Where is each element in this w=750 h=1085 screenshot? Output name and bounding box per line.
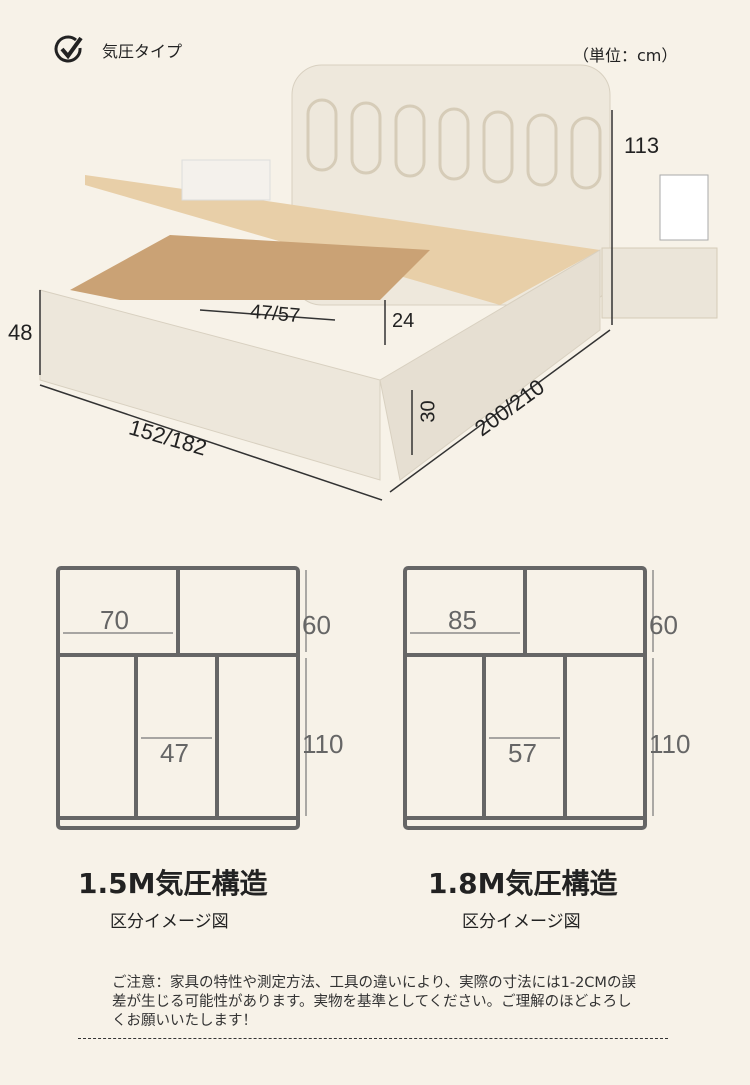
diagram-subtitle: 区分イメージ図 xyxy=(462,912,581,932)
compartment-depth: 24 xyxy=(392,310,415,332)
frame-height: 48 xyxy=(8,320,33,345)
top-width-label: 70 xyxy=(100,605,129,635)
bottom-depth-label: 110 xyxy=(302,729,344,759)
check-circle-icon xyxy=(54,34,84,64)
bed-illustration xyxy=(39,64,718,501)
side-height: 30 xyxy=(417,400,440,423)
headboard-height: 113 xyxy=(624,133,660,158)
diagram-subtitle: 区分イメージ図 xyxy=(110,912,229,932)
top-depth-label: 60 xyxy=(302,610,331,640)
bottom-depth-label: 110 xyxy=(649,729,691,759)
compartment-width: 47/57 xyxy=(249,300,301,328)
type-label: 気圧タイプ xyxy=(102,42,183,61)
disclaimer-note: ご注意：家具の特性や測定方法、工具の違いにより、実際の寸法には1-2CMの誤差が… xyxy=(112,975,636,1029)
top-width-label: 85 xyxy=(448,605,477,635)
bottom-width-label: 47 xyxy=(160,738,189,768)
diagram-title: 1.8M気圧構造 xyxy=(428,867,618,900)
bottom-width-label: 57 xyxy=(508,738,537,768)
diagram-title: 1.5M気圧構造 xyxy=(78,867,268,900)
top-depth-label: 60 xyxy=(649,610,678,640)
divider xyxy=(78,1038,668,1039)
unit-label: （単位：cm） xyxy=(573,46,678,65)
